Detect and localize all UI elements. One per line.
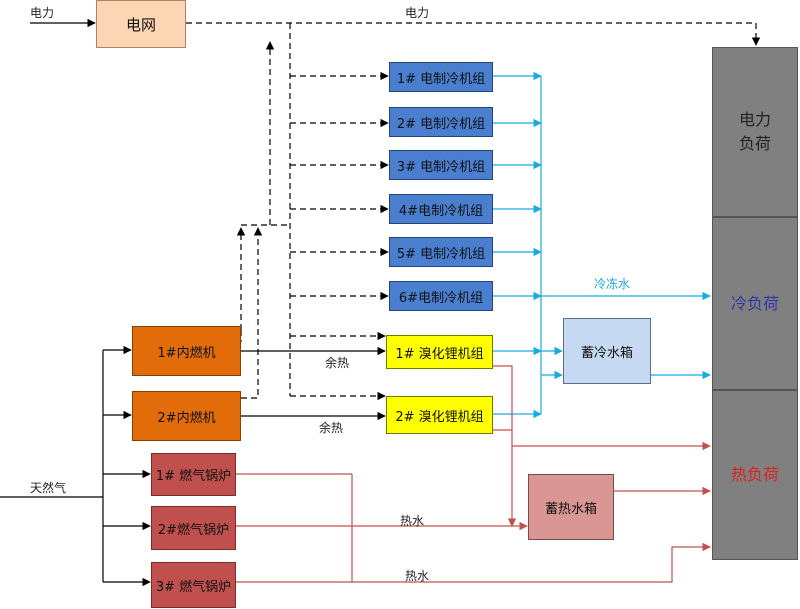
chilled-water-label: 冷冻水 <box>594 277 631 291</box>
boiler-2-box: 2#燃气锅炉 <box>151 506 236 550</box>
cold-storage-box: 蓄冷水箱 <box>563 318 651 384</box>
boiler-1-box: 1# 燃气锅炉 <box>151 453 236 496</box>
grid-box: 电网 <box>96 0 186 48</box>
chiller-5-box: 5# 电制冷机组 <box>389 237 493 267</box>
engine-1-box: 1#内燃机 <box>132 326 241 376</box>
chiller-1-box: 1# 电制冷机组 <box>389 62 493 92</box>
electric-load-box: 电力 负荷 <box>712 47 798 217</box>
engine-2-box: 2#内燃机 <box>132 391 241 441</box>
grid-power-label: 电力 <box>405 6 430 20</box>
cooling-load-box: 冷负荷 <box>712 217 798 390</box>
hot-water-label-1: 热水 <box>400 514 425 528</box>
chilled-water-lines <box>493 71 711 419</box>
waste-heat-lines <box>241 346 386 421</box>
hot-water-label-2: 热水 <box>405 569 430 583</box>
grid-to-load-line <box>186 22 761 46</box>
heat-storage-box: 蓄热水箱 <box>528 474 614 540</box>
heating-load-box: 热负荷 <box>712 390 798 560</box>
absorber-1-box: 1# 溴化锂机组 <box>386 335 493 369</box>
chiller-4-box: 4#电制冷机组 <box>389 194 493 224</box>
chiller-3-box: 3# 电制冷机组 <box>389 150 493 180</box>
chiller-2-box: 2# 电制冷机组 <box>389 107 493 137</box>
boiler-3-box: 3# 燃气锅炉 <box>151 562 236 608</box>
hot-water-lines <box>236 365 711 583</box>
absorber-2-box: 2# 溴化锂机组 <box>386 396 493 434</box>
electric-bus-lines <box>236 23 389 401</box>
waste-heat-label-2: 余热 <box>319 421 344 435</box>
chiller-6-box: 6#电制冷机组 <box>389 281 493 311</box>
power-input-label: 电力 <box>30 6 55 20</box>
waste-heat-label-1: 余热 <box>325 356 350 370</box>
gas-lines <box>0 345 151 587</box>
natural-gas-label: 天然气 <box>30 481 67 495</box>
